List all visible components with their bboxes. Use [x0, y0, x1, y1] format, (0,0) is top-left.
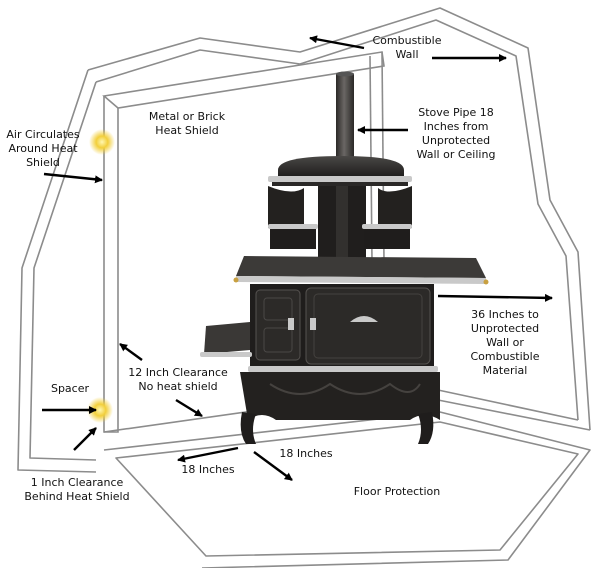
- arrow-12-inch-down: [175, 398, 203, 418]
- stove-pipe-line-1: Stove Pipe 18: [418, 106, 494, 119]
- stove-pipe: [336, 74, 354, 164]
- arrow-1-inch: [73, 427, 97, 451]
- clearance-12-line-1: 12 Inch Clearance: [128, 366, 228, 379]
- clearance-1-label: 1 Inch Clearance Behind Heat Shield: [12, 476, 142, 504]
- clearance-1-line-2: Behind Heat Shield: [24, 490, 130, 503]
- stove-pipe-label: Stove Pipe 18 Inches from Unprotected Wa…: [396, 106, 516, 162]
- air-circulates-line-3: Shield: [26, 156, 60, 169]
- spacer-label: Spacer: [40, 382, 100, 396]
- clearance-36-line-3: Wall or: [486, 336, 524, 349]
- air-circulation-spacer-icon: [89, 129, 115, 155]
- eighteen-inches-left-label: 18 Inches: [160, 463, 256, 477]
- arrow-air-circulates: [43, 172, 103, 184]
- stove-pipe-line-2: Inches from: [423, 120, 489, 133]
- clearance-1-line-1: 1 Inch Clearance: [30, 476, 124, 489]
- floor-protection-text: Floor Protection: [353, 485, 441, 498]
- heat-shield-line-2: Heat Shield: [155, 124, 219, 137]
- clearance-36-line-1: 36 Inches to: [471, 308, 539, 321]
- annotation-arrows: [42, 35, 553, 481]
- floor-protection-label: Floor Protection: [334, 485, 460, 499]
- eighteen-right-text: 18 Inches: [279, 447, 333, 460]
- spacer-text: Spacer: [50, 382, 90, 395]
- wood-stove: [200, 71, 489, 444]
- clearance-12-label: 12 Inch Clearance No heat shield: [118, 366, 238, 394]
- spacer-icon: [87, 397, 113, 423]
- combustible-wall-line-1: Combustible: [372, 34, 442, 47]
- clearance-36-label: 36 Inches to Unprotected Wall or Combust…: [450, 308, 560, 378]
- air-circulates-label: Air Circulates Around Heat Shield: [0, 128, 86, 170]
- clearance-36-line-5: Material: [482, 364, 528, 377]
- arrow-18-left: [177, 446, 239, 463]
- oven-door: [305, 287, 431, 365]
- clearance-12-line-2: No heat shield: [138, 380, 218, 393]
- stove-pipe-line-4: Wall or Ceiling: [416, 148, 496, 161]
- stove-pipe-line-3: Unprotected: [421, 134, 491, 147]
- air-circulates-line-2: Around Heat: [8, 142, 78, 155]
- arrow-12-inch-up: [119, 343, 143, 361]
- clearance-36-line-4: Combustible: [470, 350, 540, 363]
- eighteen-inches-right-label: 18 Inches: [258, 447, 354, 461]
- arrow-36-inches: [437, 293, 553, 302]
- air-circulates-line-1: Air Circulates: [6, 128, 80, 141]
- eighteen-left-text: 18 Inches: [181, 463, 235, 476]
- arrow-combustible-left: [309, 35, 365, 50]
- firebox-door: [255, 289, 301, 361]
- combustible-wall-label: Combustible Wall: [352, 34, 462, 62]
- combustible-wall-line-2: Wall: [395, 48, 419, 61]
- floor-protection-outline: [103, 411, 591, 568]
- clearance-36-line-2: Unprotected: [470, 322, 540, 335]
- arrow-18-right: [253, 451, 293, 481]
- heat-shield-line-1: Metal or Brick: [148, 110, 226, 123]
- heat-shield-label: Metal or Brick Heat Shield: [132, 110, 242, 138]
